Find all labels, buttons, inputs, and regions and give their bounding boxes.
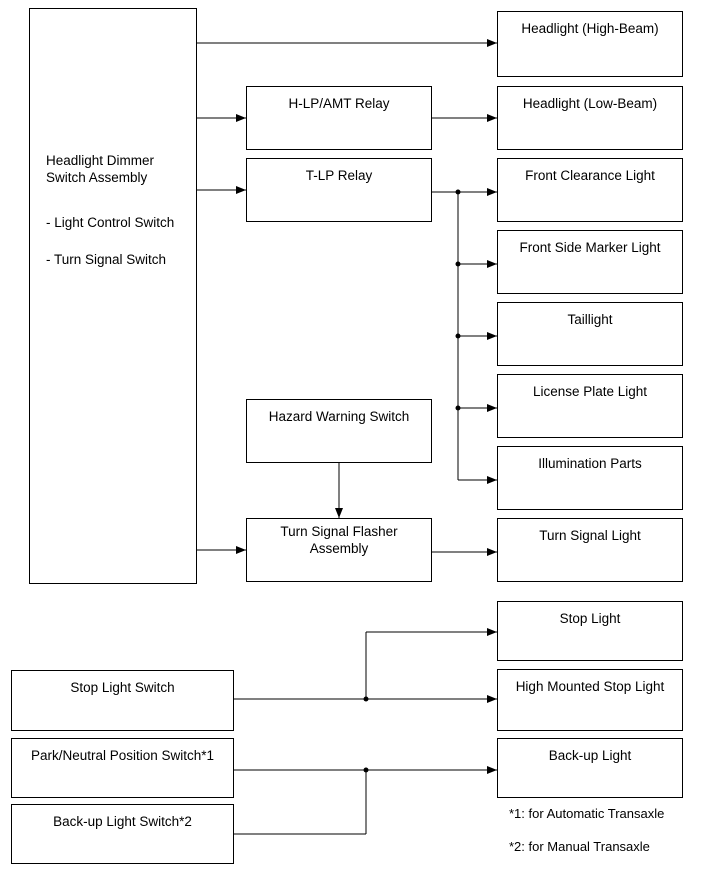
junction-dot bbox=[455, 261, 461, 267]
high-mounted-stop-light-label: High Mounted Stop Light bbox=[515, 679, 665, 694]
junction-dot bbox=[455, 189, 461, 195]
park-neutral-switch-box: Park/Neutral Position Switch*1 bbox=[11, 738, 234, 798]
taillight-label: Taillight bbox=[567, 312, 613, 327]
headlight-high-beam-label: Headlight (High-Beam) bbox=[521, 21, 659, 36]
junction-dot bbox=[363, 696, 369, 702]
backup-light-label: Back-up Light bbox=[548, 748, 632, 763]
headlight-low-beam-label: Headlight (Low-Beam) bbox=[522, 96, 658, 111]
main-switch-title-line1: Headlight Dimmer bbox=[46, 153, 155, 168]
flasher-label-line2: Assembly bbox=[309, 541, 369, 556]
park-neutral-switch-label: Park/Neutral Position Switch*1 bbox=[30, 748, 215, 763]
front-clearance-light-label: Front Clearance Light bbox=[525, 168, 655, 183]
hlp-amt-relay-label: H-LP/AMT Relay bbox=[288, 96, 390, 111]
backup-light-box: Back-up Light bbox=[497, 738, 683, 798]
stop-light-switch-box: Stop Light Switch bbox=[11, 670, 234, 731]
front-side-marker-light-label: Front Side Marker Light bbox=[519, 240, 661, 255]
turn-signal-flasher-box: Turn Signal Flasher Assembly bbox=[246, 518, 432, 582]
illumination-parts-box: Illumination Parts bbox=[497, 446, 683, 510]
footnote-1: *1: for Automatic Transaxle bbox=[509, 806, 665, 821]
stop-light-switch-label: Stop Light Switch bbox=[70, 680, 175, 695]
headlight-low-beam-box: Headlight (Low-Beam) bbox=[497, 86, 683, 150]
footnote-2: *2: for Manual Transaxle bbox=[509, 839, 650, 854]
main-switch-title-line2: Switch Assembly bbox=[46, 170, 148, 185]
backup-light-switch-box: Back-up Light Switch*2 bbox=[11, 804, 234, 864]
tlp-relay-box: T-LP Relay bbox=[246, 158, 432, 222]
stop-light-label: Stop Light bbox=[559, 611, 621, 626]
hazard-warning-switch-label: Hazard Warning Switch bbox=[268, 409, 410, 424]
junction-dot bbox=[363, 767, 369, 773]
stop-light-box: Stop Light bbox=[497, 601, 683, 661]
junction-dot bbox=[455, 405, 461, 411]
headlight-dimmer-switch-assembly: Headlight Dimmer Switch Assembly - Light… bbox=[29, 8, 197, 584]
junction-dot bbox=[455, 333, 461, 339]
turn-signal-light-box: Turn Signal Light bbox=[497, 518, 683, 582]
turn-signal-light-label: Turn Signal Light bbox=[539, 528, 641, 543]
backup-light-switch-label: Back-up Light Switch*2 bbox=[53, 814, 192, 829]
tlp-relay-label: T-LP Relay bbox=[305, 168, 373, 183]
illumination-parts-label: Illumination Parts bbox=[538, 456, 642, 471]
turn-signal-switch-label: - Turn Signal Switch bbox=[46, 252, 167, 267]
hazard-warning-switch-box: Hazard Warning Switch bbox=[246, 399, 432, 463]
license-plate-light-label: License Plate Light bbox=[532, 384, 648, 399]
headlight-high-beam-box: Headlight (High-Beam) bbox=[497, 11, 683, 77]
flasher-label-line1: Turn Signal Flasher bbox=[280, 524, 398, 539]
license-plate-light-box: License Plate Light bbox=[497, 374, 683, 438]
high-mounted-stop-light-box: High Mounted Stop Light bbox=[497, 669, 683, 731]
taillight-box: Taillight bbox=[497, 302, 683, 366]
light-control-switch-label: - Light Control Switch bbox=[46, 215, 175, 230]
front-clearance-light-box: Front Clearance Light bbox=[497, 158, 683, 222]
front-side-marker-light-box: Front Side Marker Light bbox=[497, 230, 683, 294]
hlp-amt-relay-box: H-LP/AMT Relay bbox=[246, 86, 432, 150]
